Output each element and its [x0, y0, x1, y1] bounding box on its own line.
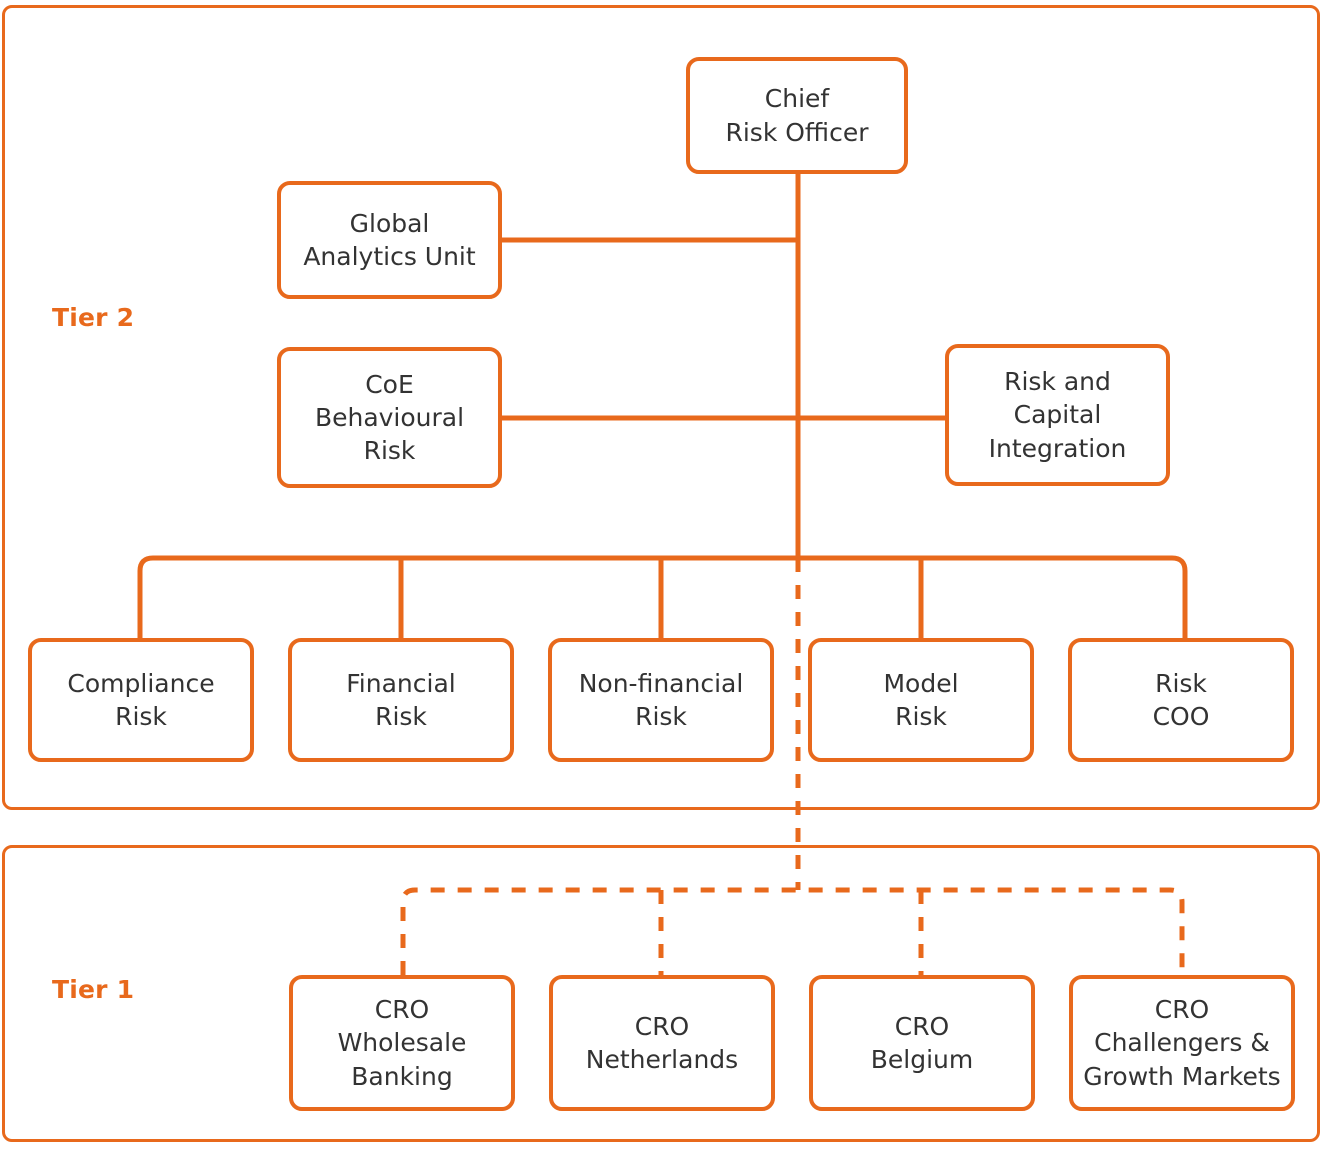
node-cro-belgium[interactable]: CRO Belgium	[809, 975, 1035, 1111]
tier1-label: Tier 1	[52, 975, 135, 1004]
node-non-financial-risk[interactable]: Non-financial Risk	[548, 638, 774, 762]
node-financial-risk[interactable]: Financial Risk	[288, 638, 514, 762]
node-compliance-risk[interactable]: Compliance Risk	[28, 638, 254, 762]
node-global-analytics-unit[interactable]: Global Analytics Unit	[277, 181, 502, 299]
node-label: CoE Behavioural Risk	[314, 369, 465, 466]
node-cro-wholesale-banking[interactable]: CRO Wholesale Banking	[289, 975, 515, 1111]
node-label: CRO Wholesale Banking	[337, 995, 467, 1091]
tier2-panel	[2, 5, 1320, 810]
node-label: Risk and Capital Integration	[988, 367, 1127, 463]
node-risk-coo[interactable]: Risk COO	[1068, 638, 1294, 762]
node-risk-and-capital-integration[interactable]: Risk and Capital Integration	[945, 344, 1170, 486]
node-label: CRO Belgium	[870, 1011, 974, 1074]
node-coe-behavioural-risk[interactable]: CoE Behavioural Risk	[277, 347, 502, 488]
node-label: Global Analytics Unit	[303, 208, 476, 271]
node-cro-netherlands[interactable]: CRO Netherlands	[549, 975, 775, 1111]
node-label: Risk COO	[1152, 668, 1210, 731]
node-label: Non-financial Risk	[578, 668, 744, 731]
node-label: Compliance Risk	[67, 668, 215, 731]
tier1-panel	[2, 845, 1320, 1142]
node-label: Chief Risk Officer	[725, 84, 869, 147]
node-label: Financial Risk	[346, 668, 456, 731]
node-label: Model Risk	[883, 668, 959, 731]
node-model-risk[interactable]: Model Risk	[808, 638, 1034, 762]
tier2-label: Tier 2	[52, 303, 135, 332]
node-label: CRO Netherlands	[585, 1011, 739, 1074]
node-cro-challengers-growth-markets[interactable]: CRO Challengers & Growth Markets	[1069, 975, 1295, 1111]
node-label: CRO Challengers & Growth Markets	[1083, 995, 1281, 1091]
node-chief-risk-officer[interactable]: Chief Risk Officer	[686, 57, 908, 174]
